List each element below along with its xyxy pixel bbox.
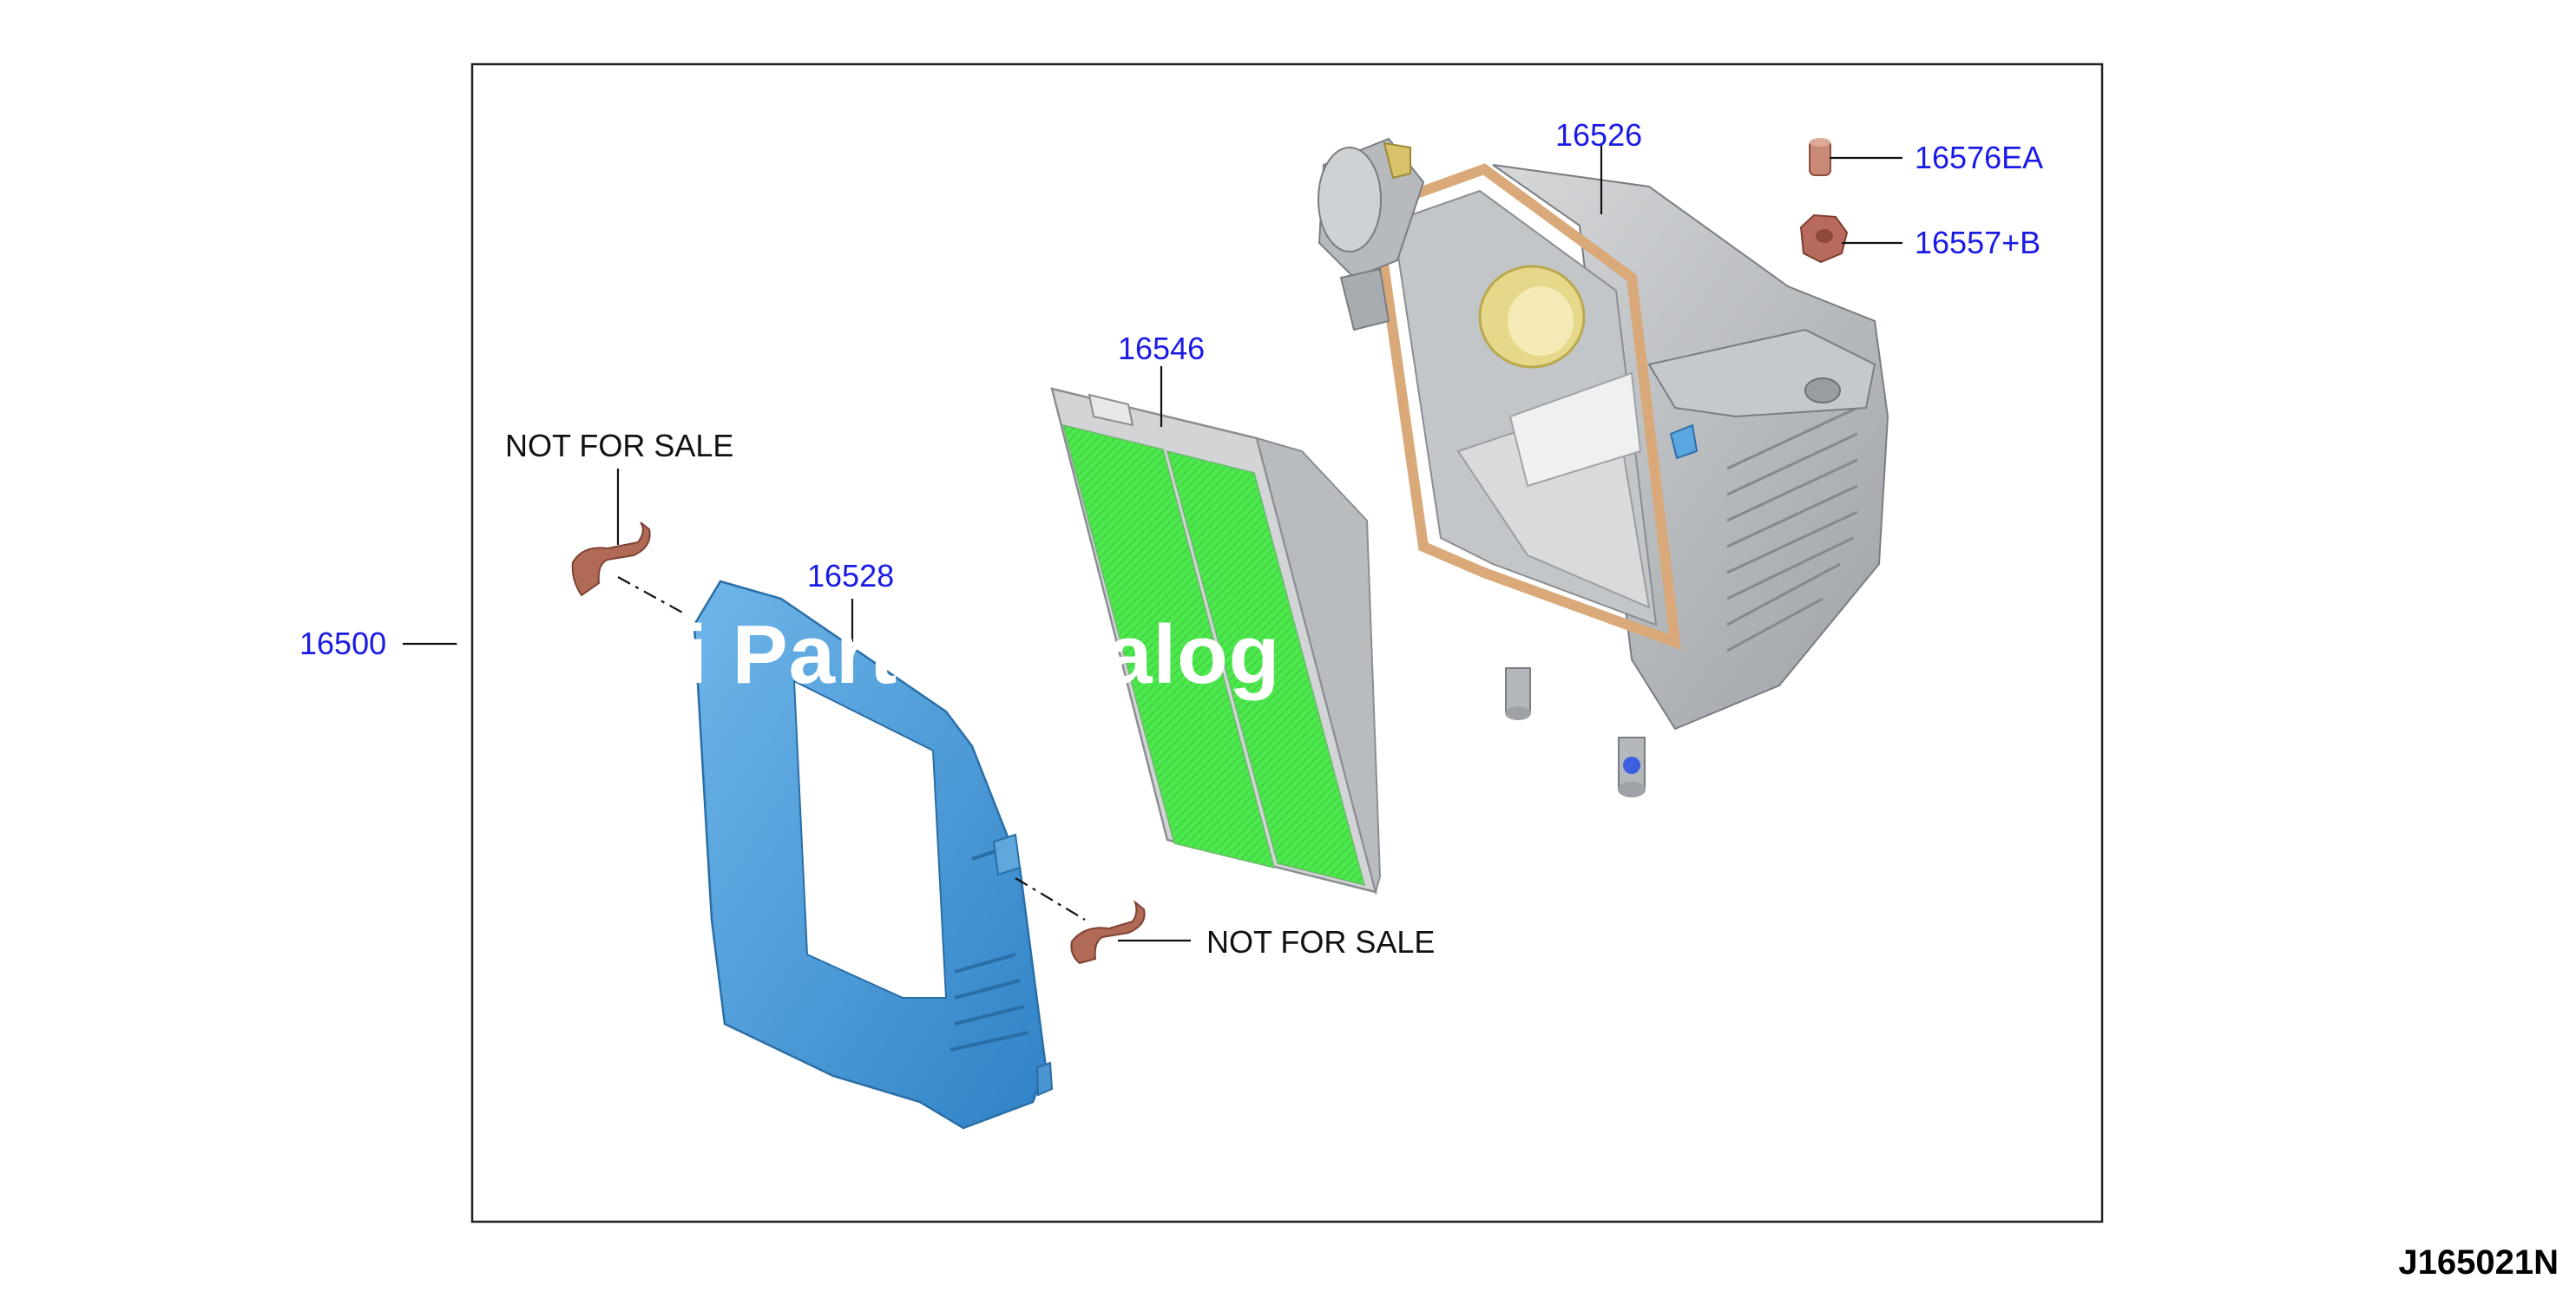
clip-top: [571, 521, 651, 597]
part-number-16526[interactable]: 16526: [1555, 117, 1643, 153]
leader-lines: [403, 144, 1902, 942]
part-number-16557B[interactable]: 16557+B: [1915, 225, 2041, 260]
part-number-16546[interactable]: 16546: [1118, 331, 1206, 366]
clip-bottom: [1070, 900, 1146, 965]
diagram-code: J165021N: [2398, 1243, 2559, 1282]
part-16557B-grommet[interactable]: [1799, 213, 1849, 264]
part-number-16528[interactable]: 16528: [807, 558, 895, 594]
air-filter-element[interactable]: [1050, 387, 1382, 895]
air-cleaner-housing[interactable]: [1318, 137, 1889, 797]
not-for-sale-note-bottom: NOT FOR SALE: [1206, 924, 1436, 960]
catalog-watermark: Infiniti Parts Catalog: [451, 608, 1281, 701]
part-number-16500[interactable]: 16500: [299, 626, 387, 661]
part-16576EA-pin[interactable]: [1809, 138, 1831, 176]
diagram-frame: [470, 62, 2104, 1223]
air-cleaner-cover[interactable]: [693, 580, 1054, 1130]
not-for-sale-note-top: NOT FOR SALE: [505, 428, 734, 463]
part-number-16576EA[interactable]: 16576EA: [1915, 140, 2044, 175]
